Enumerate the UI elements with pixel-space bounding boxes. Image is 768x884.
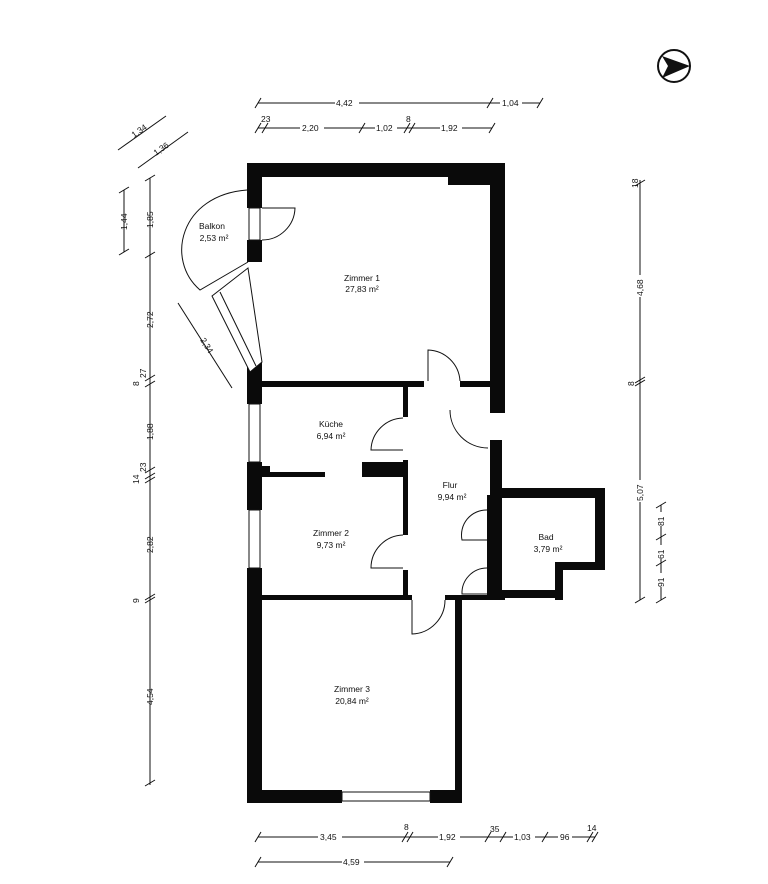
dim-label: 1,03 <box>514 832 531 842</box>
room-area-zimmer2: 9,73 m² <box>317 540 346 550</box>
dim-label: 1,34 <box>129 122 149 140</box>
dim-label: 35 <box>490 824 500 834</box>
dim-label: 1,04 <box>502 98 519 108</box>
dim-label: 1,85 <box>145 211 155 228</box>
room-name-kueche: Küche <box>319 419 343 429</box>
dim-label: 1,44 <box>119 213 129 230</box>
room-area-bad: 3,79 m² <box>534 544 563 554</box>
dimension-diagonal: 1,34 1,36 2,34 <box>117 115 233 389</box>
room-name-zimmer1: Zimmer 1 <box>344 273 380 283</box>
dim-label: 1,02 <box>376 123 393 133</box>
dim-label: 96 <box>560 832 570 842</box>
dim-label: 81 <box>656 516 666 526</box>
dim-label: 1,88 <box>145 423 155 440</box>
room-area-flur: 9,94 m² <box>438 492 467 502</box>
dim-label: 4,42 <box>336 98 353 108</box>
room-name-zimmer3: Zimmer 3 <box>334 684 370 694</box>
dim-label: 91 <box>656 577 666 587</box>
room-name-balkon: Balkon <box>199 221 225 231</box>
dim-label: 2,72 <box>145 311 155 328</box>
dim-label: 8 <box>626 381 636 386</box>
room-area-zimmer3: 20,84 m² <box>335 696 369 706</box>
room-name-flur: Flur <box>443 480 458 490</box>
dim-label: 8 <box>406 114 411 124</box>
dim-label: 4,68 <box>635 279 645 296</box>
dim-label: 61 <box>656 549 666 559</box>
dimension-top: 4,42 1,04 23 2,20 1,02 8 1,92 <box>254 97 544 134</box>
dim-label: 8 <box>131 381 141 386</box>
dim-label: 27 <box>138 368 148 378</box>
dim-label: 1,92 <box>441 123 458 133</box>
room-name-bad: Bad <box>538 532 553 542</box>
dim-label: 2,34 <box>198 336 215 356</box>
dimension-right: 18 4,68 8 5,07 81 61 91 <box>626 178 668 604</box>
walls <box>247 163 605 803</box>
room-area-kueche: 6,94 m² <box>317 431 346 441</box>
dim-label: 2,82 <box>145 536 155 553</box>
windows <box>211 207 431 802</box>
dim-label: 18 <box>630 178 640 188</box>
doors <box>261 207 489 635</box>
dim-label: 8 <box>404 822 409 832</box>
balcony-outline <box>181 189 249 291</box>
dim-label: 23 <box>138 462 148 472</box>
dim-label: 1,92 <box>439 832 456 842</box>
dimension-left: 1,85 2,72 27 8 1,88 23 14 2,82 9 4,54 1,… <box>118 174 156 787</box>
dim-label: 14 <box>131 474 141 484</box>
room-area-balkon: 2,53 m² <box>200 233 229 243</box>
dim-label: 3,45 <box>320 832 337 842</box>
dim-label: 14 <box>587 823 597 833</box>
north-arrow-icon <box>657 49 691 83</box>
room-name-zimmer2: Zimmer 2 <box>313 528 349 538</box>
dim-label: 23 <box>261 114 271 124</box>
room-area-zimmer1: 27,83 m² <box>345 284 379 294</box>
dimension-bottom: 3,45 8 1,92 35 1,03 96 14 4,59 <box>254 822 599 868</box>
dim-label: 2,20 <box>302 123 319 133</box>
dim-label: 1,36 <box>151 140 171 158</box>
dim-label: 5,07 <box>635 484 645 501</box>
dim-label: 4,59 <box>343 857 360 867</box>
dim-label: 9 <box>131 598 141 603</box>
dim-label: 4,54 <box>145 688 155 705</box>
